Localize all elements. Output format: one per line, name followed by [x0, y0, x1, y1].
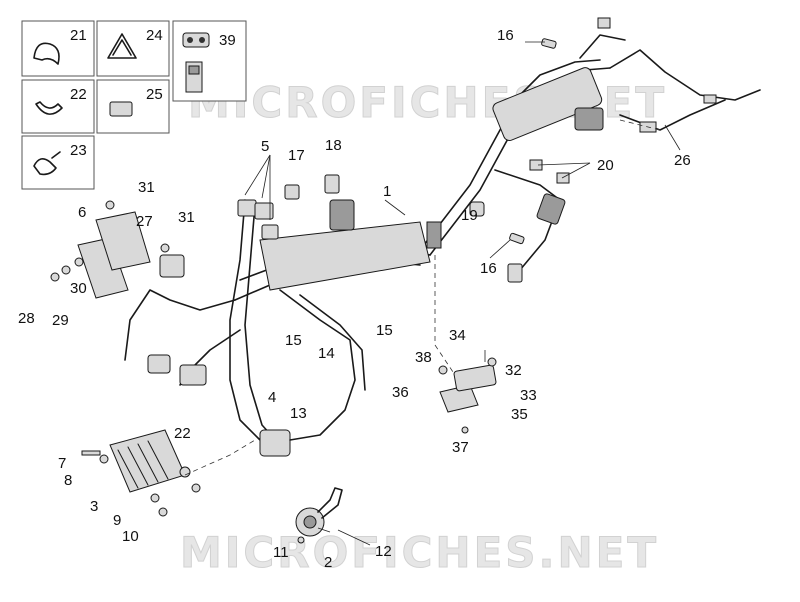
callout-1: 1 [383, 183, 391, 200]
callout-2: 2 [324, 554, 332, 571]
connector-5a [237, 199, 257, 217]
headstock-junction [492, 67, 603, 141]
callout-28: 28 [18, 310, 35, 327]
callout-37: 37 [452, 439, 469, 456]
horn-assembly [295, 487, 343, 544]
fuse-box-18 [329, 199, 355, 231]
callout-27: 27 [136, 213, 153, 230]
bracket-27 [95, 211, 151, 271]
connector-icon [182, 32, 210, 48]
callout-3: 3 [90, 498, 98, 515]
callout-32: 32 [505, 362, 522, 379]
callout-17: 17 [288, 147, 305, 164]
strap-clip-icon [33, 151, 61, 176]
callout-30: 30 [70, 280, 87, 297]
cable-grommet-icon [33, 42, 60, 65]
connector-block [574, 107, 604, 131]
inset-label-23: 23 [70, 142, 87, 159]
callout-35: 35 [511, 406, 528, 423]
inset-box-24 [96, 20, 170, 77]
inset-box-21 [21, 20, 95, 77]
inset-box-22 [21, 79, 95, 134]
callout-18: 18 [325, 137, 342, 154]
callout-11: 11 [273, 544, 289, 561]
callout-15-left: 15 [285, 332, 302, 349]
callout-15-right: 15 [376, 322, 393, 339]
inset-label-24: 24 [146, 27, 163, 44]
callout-10: 10 [122, 528, 139, 545]
callout-16-bottom: 16 [480, 260, 497, 277]
bulb-16a [541, 38, 557, 49]
main-harness [124, 17, 761, 457]
callout-14: 14 [318, 345, 335, 362]
watermark-bottom: MICROFICHES.NET [180, 528, 659, 577]
callout-20: 20 [597, 157, 614, 174]
callout-36: 36 [392, 384, 409, 401]
fuse-17 [284, 184, 300, 200]
callout-4: 4 [268, 389, 276, 406]
callout-19: 19 [461, 207, 478, 224]
callout-38: 38 [415, 349, 432, 366]
callout-31-right: 31 [178, 209, 195, 226]
ecu-6 [77, 237, 129, 299]
callout-8: 8 [64, 472, 72, 489]
inset-label-39: 39 [219, 32, 236, 49]
callout-5: 5 [261, 138, 269, 155]
callout-33: 33 [520, 387, 537, 404]
callout-26: 26 [674, 152, 691, 169]
inset-box-23 [21, 135, 95, 190]
voltage-regulator-assembly [81, 429, 201, 517]
ecu-assembly [50, 200, 170, 299]
inset-label-25: 25 [146, 86, 163, 103]
callout-9: 9 [113, 512, 121, 529]
inset-accessories: 21 24 39 22 25 23 [21, 20, 247, 190]
relay [426, 221, 442, 249]
connector-5b [254, 202, 274, 220]
cable-tie-icon [109, 101, 133, 117]
inset-label-22: 22 [70, 86, 87, 103]
connector-5c [261, 224, 279, 240]
side-stand-switch-assembly [438, 350, 497, 434]
callout-34: 34 [449, 327, 466, 344]
callout-12: 12 [375, 543, 392, 560]
callout-16-top: 16 [497, 27, 514, 44]
harness-shield [259, 221, 431, 291]
inset-label-21: 21 [70, 27, 87, 44]
callout-7: 7 [58, 455, 66, 472]
bulb-16b [509, 232, 525, 245]
callout-13: 13 [290, 405, 307, 422]
inset-box-25 [96, 79, 170, 134]
callout-31-left: 31 [138, 179, 155, 196]
cable-clip-icon [107, 33, 137, 59]
callout-22: 22 [174, 425, 191, 442]
wire-clamp-icon [35, 101, 63, 115]
callout-29: 29 [52, 312, 69, 329]
callout-6: 6 [78, 204, 86, 221]
